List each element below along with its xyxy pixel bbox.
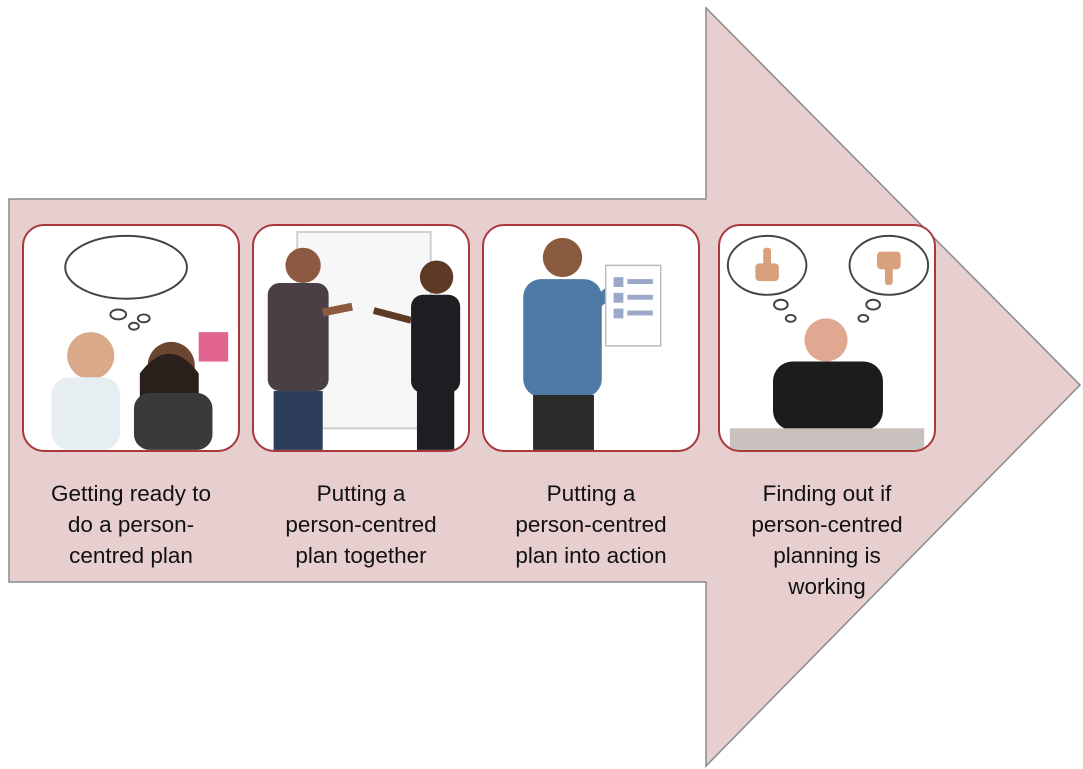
step-3-caption: Putting a person-centred plan into actio…: [515, 481, 667, 568]
thumbs-up-icon: [755, 247, 779, 282]
man-with-plan-illustration: [523, 237, 662, 450]
step-1-picture: [22, 224, 240, 452]
flipchart-illustration: [267, 231, 461, 450]
step-2-picture: [252, 224, 470, 452]
thumbs-down-icon: [877, 251, 901, 285]
step-2-caption: Putting a person-centred plan together: [285, 481, 437, 568]
step-4-picture: [718, 224, 936, 452]
step-4-caption: Finding out if person-centred planning i…: [751, 481, 903, 599]
thinking-man-illustration: [726, 234, 930, 450]
step-1-caption: Getting ready to do a person- centred pl…: [50, 481, 212, 568]
step-3-picture: [482, 224, 700, 452]
thinking-people-illustration: [51, 234, 229, 450]
thought-bubble-icon: [64, 234, 188, 331]
